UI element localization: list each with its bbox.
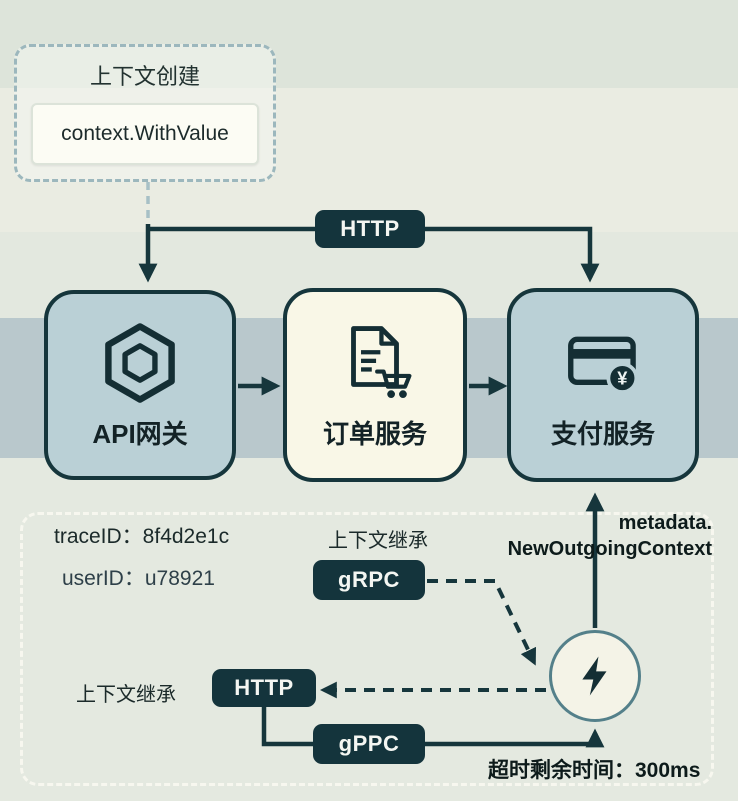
user-id-text: userID：u78921 — [62, 567, 215, 590]
context-inherit-grpc-label: 上下文继承 — [328, 530, 428, 552]
timeout-flash-circle — [549, 630, 641, 722]
lightning-icon — [582, 656, 607, 696]
metadata-outgoing-context-label: metadata. NewOutgoingContext — [508, 510, 712, 562]
http-top-badge: HTTP — [315, 210, 425, 248]
context-inherit-http-label: 上下文继承 — [76, 684, 176, 706]
http-bottom-badge: HTTP — [212, 669, 316, 707]
context-create-box: 上下文创建 context.WithValue — [14, 44, 276, 182]
metadata-line-1: metadata. — [618, 512, 712, 534]
grpc-badge: gRPC — [313, 560, 425, 600]
document-cart-icon — [351, 325, 412, 398]
node-order-service-label: 订单服务 — [322, 418, 427, 449]
gppc-badge: gPPC — [313, 724, 425, 764]
metadata-line-2: NewOutgoingContext — [507, 538, 712, 560]
node-order-service: 订单服务 — [283, 288, 467, 482]
context-create-title: 上下文创建 — [89, 64, 200, 89]
node-api-gateway-label: API网关 — [92, 418, 188, 449]
hexagon-icon — [105, 322, 175, 403]
trace-id-text: traceID：8f4d2e1c — [54, 525, 230, 548]
yuan-symbol: ¥ — [617, 367, 628, 388]
node-payment-service-label: 支付服务 — [550, 418, 655, 449]
context-inherit-container — [20, 512, 714, 786]
node-api-gateway: API网关 — [44, 290, 236, 480]
credit-card-icon: ¥ — [568, 336, 639, 394]
timeout-remaining-text: 超时剩余时间：300ms — [488, 759, 701, 782]
node-payment-service: ¥ 支付服务 — [507, 288, 699, 482]
context-withvalue-box: context.WithValue — [31, 103, 259, 165]
